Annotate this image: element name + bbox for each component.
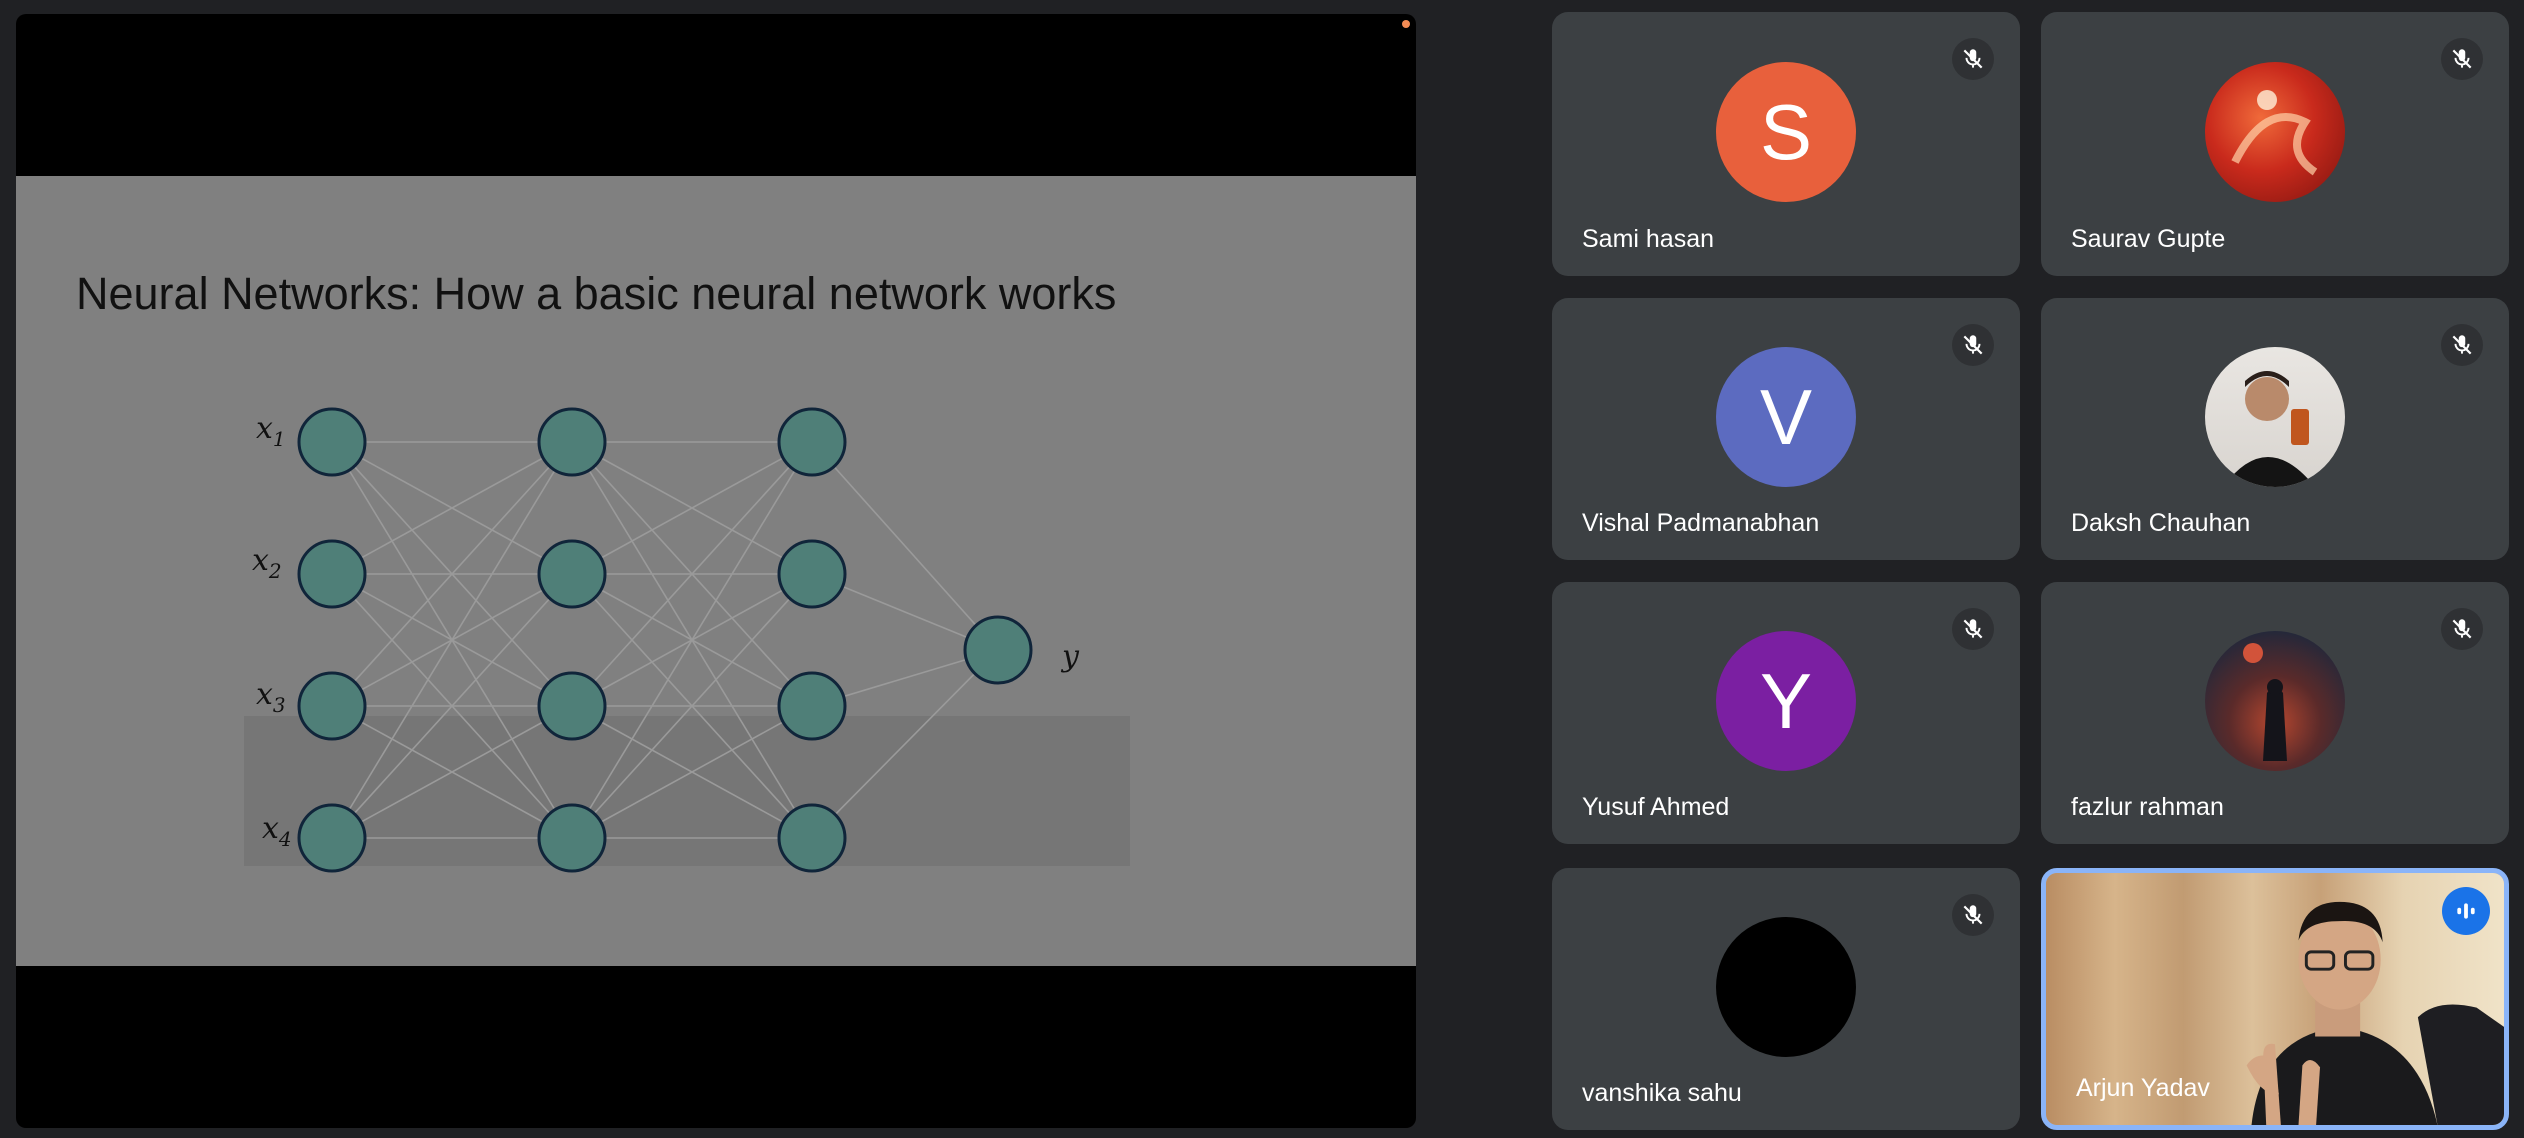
participant-tile-vishal-padmanabhan[interactable]: V Vishal Padmanabhan <box>1552 298 2020 560</box>
avatar-initial: Y <box>1759 656 1813 745</box>
participant-tile-daksh-chauhan[interactable]: Daksh Chauhan <box>2041 298 2509 560</box>
recording-indicator <box>1402 20 1410 28</box>
participant-tile-sami-hasan[interactable]: S Sami hasan <box>1552 12 2020 276</box>
participant-name: Vishal Padmanabhan <box>1582 509 1820 537</box>
participant-name: vanshika sahu <box>1582 1079 1742 1107</box>
avatar-initial: S <box>1759 87 1813 176</box>
mic-off-icon <box>2441 608 2483 650</box>
node-layer3-2 <box>777 539 847 609</box>
participant-tile-vanshika-sahu[interactable]: vanshika sahu <box>1552 868 2020 1130</box>
input-label-1: x1 <box>256 411 286 451</box>
participant-tile-fazlur-rahman[interactable]: fazlur rahman <box>2041 582 2509 844</box>
edge-l0-3-2 <box>331 705 573 839</box>
participant-video <box>2046 873 2504 1125</box>
node-layer3-1 <box>777 407 847 477</box>
slide: Neural Networks: How a basic neural netw… <box>16 176 1416 966</box>
diagram-labels: x1 x2 x3 x4 y <box>252 411 1080 851</box>
participant-name: Daksh Chauhan <box>2071 509 2251 537</box>
mic-off-icon <box>1952 894 1994 936</box>
mic-off-icon <box>1952 324 1994 366</box>
node-layer1-2 <box>297 539 367 609</box>
output-node <box>963 615 1033 685</box>
edge-l0-1-0 <box>331 441 573 575</box>
node-layer2-4 <box>537 803 607 873</box>
edge-l1-3-0 <box>571 441 813 839</box>
input-label-3: x3 <box>256 677 286 717</box>
photo-avatar <box>2205 347 2345 487</box>
node-layer1-3 <box>297 671 367 741</box>
participant-name: Arjun Yadav <box>2076 1074 2210 1102</box>
edge-l0-3-0 <box>331 441 573 839</box>
presentation-screen[interactable]: Neural Networks: How a basic neural netw… <box>16 14 1416 1128</box>
participant-name: Saurav Gupte <box>2071 225 2226 253</box>
node-layer3-4 <box>777 803 847 873</box>
node-layer1-4 <box>297 803 367 873</box>
edge-l0-2-0 <box>331 441 573 707</box>
participant-tile-saurav-gupte[interactable]: Saurav Gupte <box>2041 12 2509 276</box>
input-label-2: x2 <box>252 543 282 583</box>
edge-l2-3-0 <box>811 649 999 839</box>
input-label-4: x4 <box>262 811 292 851</box>
edge-l1-3-1 <box>571 573 813 839</box>
participant-name: Sami hasan <box>1582 225 1715 253</box>
edge-l0-3-1 <box>331 573 573 839</box>
diagram-shadow <box>244 716 1130 866</box>
avatar <box>1716 917 1856 1057</box>
participant-tile-arjun-yadav[interactable]: Arjun Yadav <box>2041 868 2509 1130</box>
node-layer2-1 <box>537 407 607 477</box>
audio-level-icon <box>2442 887 2490 935</box>
node-layer2-3 <box>537 671 607 741</box>
diagram-nodes <box>297 407 1033 873</box>
mic-off-icon <box>2441 38 2483 80</box>
avatar: V <box>1716 347 1856 487</box>
edge-l1-1-0 <box>571 441 813 575</box>
node-layer3-3 <box>777 671 847 741</box>
mic-off-icon <box>1952 608 1994 650</box>
node-layer1-1 <box>297 407 367 477</box>
avatar-initial: V <box>1759 372 1813 461</box>
mic-off-icon <box>2441 324 2483 366</box>
participant-tile-yusuf-ahmed[interactable]: Y Yusuf Ahmed <box>1552 582 2020 844</box>
participant-name: fazlur rahman <box>2071 793 2224 821</box>
avatar: Y <box>1716 631 1856 771</box>
slide-title: Neural Networks: How a basic neural netw… <box>76 268 1117 319</box>
mic-off-icon <box>1952 38 1994 80</box>
node-layer2-2 <box>537 539 607 609</box>
neural-network-diagram: x1 x2 x3 x4 y <box>244 407 1130 873</box>
edge-l1-2-0 <box>571 441 813 707</box>
edge-l1-3-2 <box>571 705 813 839</box>
output-label: y <box>1060 639 1080 674</box>
avatar: S <box>1716 62 1856 202</box>
participant-name: Yusuf Ahmed <box>1582 793 1730 821</box>
photo-avatar <box>2205 631 2345 771</box>
photo-avatar <box>2205 62 2345 202</box>
edge-l2-0-0 <box>811 441 999 651</box>
